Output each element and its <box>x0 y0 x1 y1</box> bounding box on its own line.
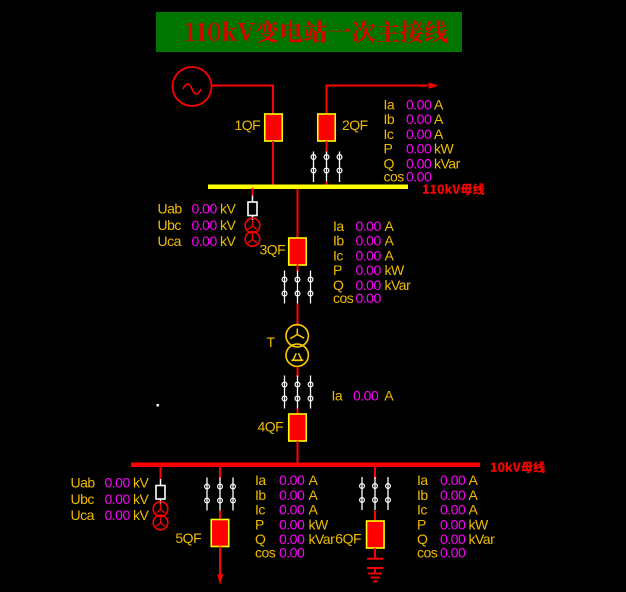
svg-text:Ia: Ia <box>255 472 266 488</box>
svg-text:A: A <box>384 388 394 404</box>
svg-text:0.00: 0.00 <box>406 141 432 157</box>
svg-text:0.00: 0.00 <box>406 96 432 112</box>
svg-text:kVar: kVar <box>469 531 496 547</box>
svg-text:kV: kV <box>220 217 237 233</box>
svg-text:0.00: 0.00 <box>406 155 432 171</box>
svg-text:P: P <box>384 141 393 157</box>
svg-text:A: A <box>434 126 444 142</box>
svg-text:P: P <box>333 262 342 278</box>
svg-text:0.00: 0.00 <box>192 217 218 233</box>
svg-text:0.00: 0.00 <box>356 290 382 306</box>
svg-text:1QF: 1QF <box>235 117 261 133</box>
svg-text:kVar: kVar <box>309 531 336 547</box>
svg-text:0.00: 0.00 <box>356 218 382 234</box>
svg-text:0.00: 0.00 <box>105 507 131 523</box>
svg-text:Ib: Ib <box>417 487 428 503</box>
svg-text:Ib: Ib <box>255 487 266 503</box>
svg-text:Ib: Ib <box>333 233 344 249</box>
svg-text:A: A <box>434 111 444 127</box>
svg-text:kW: kW <box>309 516 330 532</box>
svg-text:0.00: 0.00 <box>356 277 382 293</box>
svg-text:5QF: 5QF <box>175 530 201 546</box>
svg-text:Uca: Uca <box>158 233 182 249</box>
svg-text:A: A <box>309 487 319 503</box>
svg-text:Ic: Ic <box>417 502 427 518</box>
svg-text:cos: cos <box>384 169 405 185</box>
svg-text:kW: kW <box>385 262 406 278</box>
svg-text:kV: kV <box>220 201 237 217</box>
svg-text:kV: kV <box>133 507 150 523</box>
svg-text:0.00: 0.00 <box>356 233 382 249</box>
svg-text:A: A <box>469 502 479 518</box>
svg-text:A: A <box>385 247 395 263</box>
svg-text:A: A <box>309 472 319 488</box>
svg-text:Ia: Ia <box>417 472 428 488</box>
svg-text:cos: cos <box>255 544 276 560</box>
svg-text:Ia: Ia <box>384 96 395 112</box>
svg-text:Q: Q <box>255 531 266 547</box>
svg-text:kW: kW <box>469 516 490 532</box>
svg-text:kW: kW <box>434 141 455 157</box>
svg-text:0.00: 0.00 <box>440 544 466 560</box>
svg-text:kVar: kVar <box>434 155 461 171</box>
svg-text:Q: Q <box>333 277 344 293</box>
svg-text:Ubc: Ubc <box>71 491 95 507</box>
svg-text:Ubc: Ubc <box>158 217 182 233</box>
svg-text:0.00: 0.00 <box>279 472 305 488</box>
svg-text:0.00: 0.00 <box>440 516 466 532</box>
svg-text:0.00: 0.00 <box>279 544 305 560</box>
svg-text:0.00: 0.00 <box>105 491 131 507</box>
svg-text:0.00: 0.00 <box>105 475 131 491</box>
svg-text:P: P <box>417 516 426 532</box>
svg-text:P: P <box>255 516 264 532</box>
svg-text:Ic: Ic <box>255 502 265 518</box>
svg-text:A: A <box>469 487 479 503</box>
svg-text:0.00: 0.00 <box>440 531 466 547</box>
svg-text:Ic: Ic <box>384 126 394 142</box>
svg-text:Uca: Uca <box>71 507 95 523</box>
svg-text:0.00: 0.00 <box>440 502 466 518</box>
svg-text:0.00: 0.00 <box>406 169 432 185</box>
svg-text:Ia: Ia <box>332 388 343 404</box>
svg-text:0.00: 0.00 <box>353 388 379 404</box>
svg-text:kV: kV <box>220 233 237 249</box>
svg-text:0.00: 0.00 <box>440 472 466 488</box>
svg-text:kVar: kVar <box>385 277 412 293</box>
svg-text:0.00: 0.00 <box>279 502 305 518</box>
svg-text:A: A <box>385 218 395 234</box>
svg-text:2QF: 2QF <box>342 117 368 133</box>
svg-text:A: A <box>469 472 479 488</box>
svg-text:3QF: 3QF <box>260 242 286 258</box>
svg-text:0.00: 0.00 <box>406 111 432 127</box>
svg-text:0.00: 0.00 <box>192 201 218 217</box>
svg-text:4QF: 4QF <box>258 419 284 435</box>
svg-text:Q: Q <box>417 531 428 547</box>
svg-text:Ia: Ia <box>333 218 344 234</box>
svg-text:0.00: 0.00 <box>279 516 305 532</box>
svg-text:A: A <box>385 233 395 249</box>
svg-text:cos: cos <box>333 290 354 306</box>
svg-text:T: T <box>267 334 276 350</box>
svg-text:0.00: 0.00 <box>356 262 382 278</box>
svg-text:0.00: 0.00 <box>279 487 305 503</box>
svg-text:Uab: Uab <box>158 201 183 217</box>
svg-text:0.00: 0.00 <box>192 233 218 249</box>
svg-text:Q: Q <box>384 155 395 171</box>
svg-text:cos: cos <box>417 544 438 560</box>
svg-text:0.00: 0.00 <box>356 247 382 263</box>
svg-text:Ic: Ic <box>333 247 343 263</box>
svg-text:kV: kV <box>133 475 150 491</box>
svg-text:0.00: 0.00 <box>440 487 466 503</box>
svg-text:A: A <box>434 96 444 112</box>
svg-text:Ib: Ib <box>384 111 395 127</box>
svg-text:A: A <box>309 502 319 518</box>
svg-text:6QF: 6QF <box>335 531 361 547</box>
svg-text:0.00: 0.00 <box>406 126 432 142</box>
svg-text:0.00: 0.00 <box>279 531 305 547</box>
svg-text:Uab: Uab <box>71 475 96 491</box>
svg-text:kV: kV <box>133 491 150 507</box>
